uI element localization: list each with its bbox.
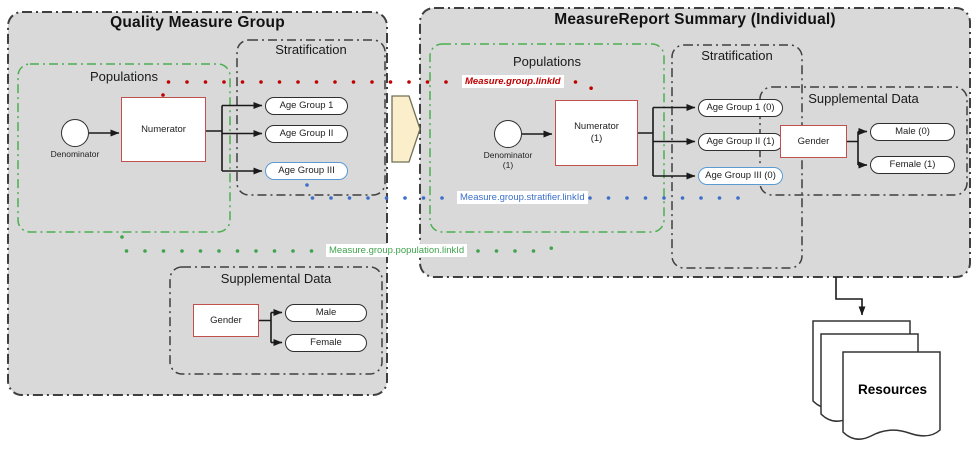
stratification-left-label: Stratification bbox=[275, 42, 347, 57]
measure-report-summary-title: MeasureReport Summary (Individual) bbox=[554, 11, 836, 28]
age-group-3-left: Age Group III bbox=[265, 162, 348, 180]
numerator-right-count: (1) bbox=[590, 133, 603, 144]
male-node-left: Male bbox=[285, 304, 367, 322]
age-group-2-right: Age Group II (1) bbox=[698, 133, 783, 151]
measure-group-stratifier-linkid-label: Measure.group.stratifier.linkId bbox=[457, 191, 588, 204]
measure-group-population-linkid-label: Measure.group.population.linkId bbox=[326, 244, 468, 257]
supplemental-left-label: Supplemental Data bbox=[220, 271, 332, 286]
populations-left-box bbox=[17, 63, 231, 233]
stratification-right-box bbox=[671, 44, 803, 269]
denominator-left-caption: Denominator bbox=[50, 149, 100, 159]
numerator-right-label: Numerator bbox=[574, 121, 619, 132]
age-group-2-left: Age Group II bbox=[265, 125, 348, 143]
age-group-3-right: Age Group III (0) bbox=[698, 167, 783, 185]
age-group-1-left: Age Group 1 bbox=[265, 97, 348, 115]
resources-label: Resources bbox=[857, 382, 928, 397]
green-linkid-trace bbox=[120, 235, 559, 253]
female-node-left: Female bbox=[285, 334, 367, 352]
supplemental-left-box bbox=[169, 266, 383, 375]
gender-node-right: Gender bbox=[780, 125, 847, 158]
document-stack-icon bbox=[812, 320, 941, 440]
measure-group-linkid-label: Measure.group.linkId bbox=[462, 75, 564, 88]
denominator-right-count: (1) bbox=[502, 160, 514, 170]
stratification-right-label: Stratification bbox=[701, 48, 773, 63]
quality-measure-group-title: Quality Measure Group bbox=[110, 14, 285, 31]
populations-right-label: Populations bbox=[513, 54, 581, 69]
female-node-right: Female (1) bbox=[870, 156, 955, 174]
denominator-right-caption: Denominator (1) bbox=[470, 150, 546, 170]
populations-left-label: Populations bbox=[90, 69, 158, 84]
red-linkid-trace bbox=[161, 80, 598, 97]
numerator-node-right: Numerator (1) bbox=[555, 100, 638, 166]
stratification-left-box bbox=[236, 39, 386, 196]
denominator-right-label: Denominator bbox=[483, 150, 533, 160]
male-node-right: Male (0) bbox=[870, 123, 955, 141]
denominator-node-left bbox=[61, 119, 89, 147]
numerator-left-label: Numerator bbox=[141, 123, 186, 135]
populations-right-box bbox=[429, 43, 665, 233]
numerator-node-left: Numerator bbox=[121, 97, 206, 162]
supplemental-right-label: Supplemental Data bbox=[808, 91, 919, 106]
gender-node-left: Gender bbox=[193, 304, 259, 337]
denominator-node-right bbox=[494, 120, 522, 148]
pentagon-right-arrow-icon bbox=[391, 95, 421, 163]
age-group-1-right: Age Group 1 (0) bbox=[698, 99, 783, 117]
